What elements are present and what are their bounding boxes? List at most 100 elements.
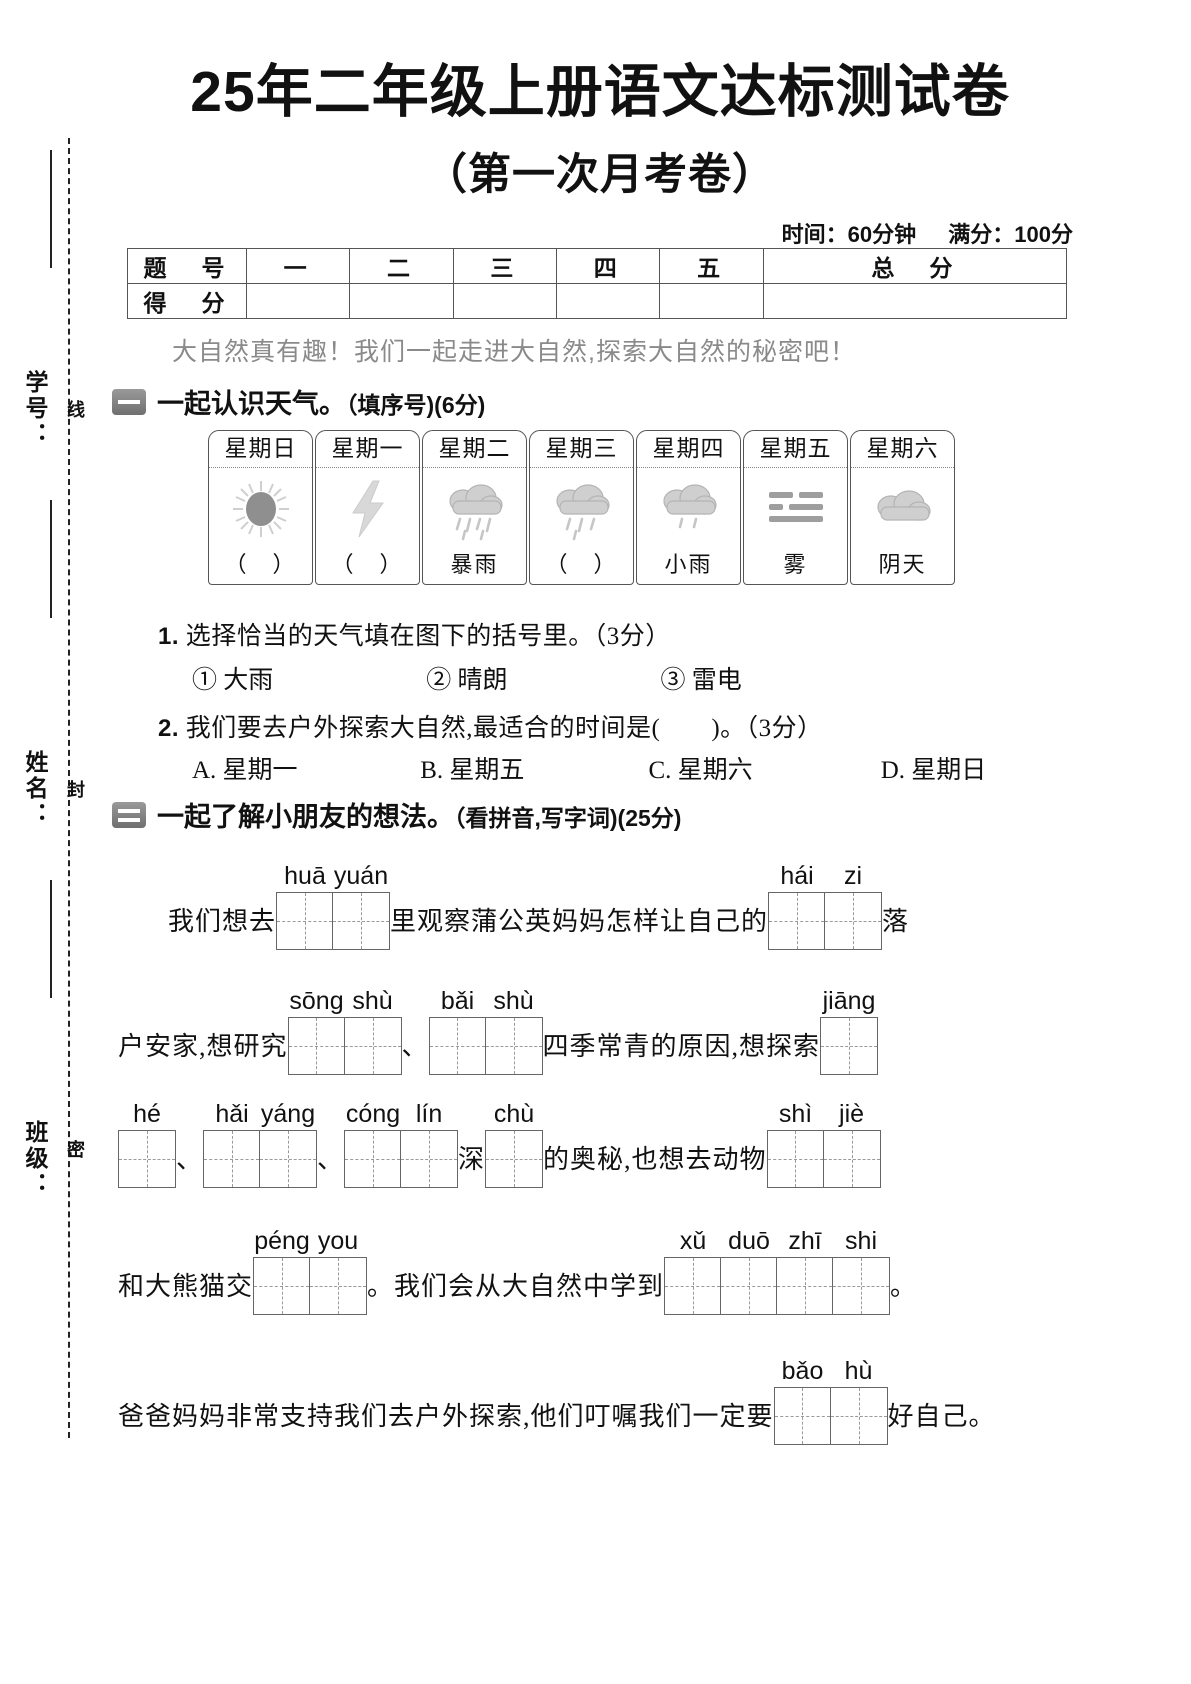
pinyin-syllable: duō — [728, 1227, 770, 1255]
sentence-text: 我们想去 — [168, 907, 277, 936]
pinyin-syllable: sōng — [289, 987, 344, 1015]
score-cell-2[interactable] — [349, 283, 454, 319]
score-col-total: 总 分 — [762, 248, 1068, 284]
option-c[interactable]: C. 星期六 — [648, 757, 753, 784]
tianzige-cell[interactable] — [830, 1388, 887, 1444]
tianzige-cell[interactable] — [344, 1018, 401, 1074]
tianzige-cell[interactable] — [825, 893, 882, 949]
seal-char-feng: 封 — [65, 780, 85, 800]
option-b[interactable]: B. 星期五 — [420, 757, 525, 784]
section-1-title: 一起认识天气。（填序号)(6分) — [157, 382, 485, 421]
tianzige-cell[interactable] — [345, 1131, 402, 1187]
score-cell-total[interactable] — [762, 283, 1068, 319]
option-d[interactable]: D. 星期日 — [880, 757, 987, 784]
tianzige-cell[interactable] — [777, 1258, 834, 1314]
left-margin-column: 学号： 姓名： 班级： 线 封 密 — [0, 0, 120, 1684]
score-cell-4[interactable] — [556, 283, 661, 319]
tianzige-group: hé — [118, 1098, 176, 1188]
sentence-text: 好自己。 — [887, 1402, 996, 1431]
weather-day-label: 星期六 — [851, 431, 954, 468]
student-id-label: 学号： — [22, 370, 48, 448]
tianzige-cell[interactable] — [823, 1131, 880, 1187]
tianzige-cell[interactable] — [485, 1018, 542, 1074]
score-cell-1[interactable] — [245, 283, 351, 319]
weather-card-tuesday: 星期二 暴雨 — [422, 430, 527, 585]
weather-day-label: 星期二 — [423, 431, 526, 468]
section-1-title-note: （填序号)(6分) — [346, 392, 486, 418]
sentence-text: 。我们会从大自然中学到 — [367, 1272, 665, 1301]
option-a[interactable]: A. 星期一 — [192, 757, 298, 784]
sentence-text: 户安家,想研究 — [118, 1032, 288, 1061]
tianzige-group: chù — [485, 1098, 544, 1188]
sentence-text: 、 — [176, 1145, 204, 1174]
score-col-1: 一 — [245, 248, 351, 284]
weather-card-saturday: 星期六 阴天 — [850, 430, 955, 585]
tianzige-boxes — [344, 1130, 459, 1188]
pinyin-syllable: hái — [780, 862, 814, 890]
tianzige-cell[interactable] — [260, 1131, 317, 1187]
tianzige-cell[interactable] — [119, 1131, 175, 1187]
section-1-heading: 一起认识天气。（填序号)(6分) — [112, 382, 485, 421]
tianzige-cell[interactable] — [821, 1018, 878, 1074]
tianzige-cell[interactable] — [288, 1018, 345, 1074]
weather-day-label: 星期五 — [744, 431, 847, 468]
score-cell-3[interactable] — [452, 283, 558, 319]
score-table-value-row: 得 分 — [127, 283, 1068, 319]
option-1[interactable]: ① 大雨 — [192, 667, 274, 694]
lightning-icon — [316, 468, 419, 550]
score-cell-5[interactable] — [659, 283, 764, 319]
section-number-two-icon — [112, 801, 146, 828]
tianzige-cell[interactable] — [486, 1131, 543, 1187]
tianzige-cell[interactable] — [254, 1258, 311, 1314]
tianzige-cell[interactable] — [769, 893, 826, 949]
section-2-title-note: （看拼音,写字词)(25分) — [454, 805, 682, 831]
tianzige-cell[interactable] — [310, 1258, 367, 1314]
question-2-text: 我们要去户外探索大自然,最适合的时间是( )。（3分） — [185, 715, 823, 742]
tianzige-cell[interactable] — [429, 1018, 486, 1074]
weather-card-sunday: 星期日 （ ） — [208, 430, 313, 585]
tianzige-cell[interactable] — [774, 1388, 831, 1444]
tianzige-cell[interactable] — [767, 1131, 824, 1187]
pinyin-syllable: shù — [352, 987, 393, 1015]
sentence-text: 。 — [890, 1272, 918, 1301]
weather-label: 暴雨 — [450, 552, 499, 577]
section-number-one-icon — [112, 388, 146, 415]
pinyin-syllable: bǎi — [440, 987, 475, 1015]
option-2[interactable]: ② 晴朗 — [426, 667, 508, 694]
tianzige-cell[interactable] — [665, 1258, 722, 1314]
weather-answer-blank[interactable]: （ ） — [545, 552, 618, 577]
score-col-3: 三 — [452, 248, 558, 284]
pinyin-syllable: zhī — [788, 1227, 822, 1255]
tianzige-cell[interactable] — [721, 1258, 778, 1314]
tianzige-cell[interactable] — [833, 1258, 890, 1314]
pinyin-hint: hé — [119, 1098, 175, 1130]
question-2-options: A. 星期一 B. 星期五 C. 星期六 D. 星期日 — [192, 750, 986, 786]
tianzige-cell[interactable] — [333, 893, 390, 949]
tianzige-cell[interactable] — [277, 893, 334, 949]
weather-answer-blank[interactable]: （ ） — [331, 552, 404, 577]
weather-label: 雾 — [783, 552, 808, 577]
pinyin-syllable: shi — [845, 1227, 878, 1255]
option-3[interactable]: ③ 雷电 — [660, 667, 742, 694]
score-table: 题 号 一 二 三 四 五 总 分 得 分 — [127, 248, 1068, 319]
pinyin-syllable: yáng — [260, 1100, 316, 1128]
tianzige-cell[interactable] — [204, 1131, 261, 1187]
pinyin-syllable: shù — [493, 987, 534, 1015]
weather-answer-blank[interactable]: （ ） — [224, 552, 297, 577]
score-table-row-label-1: 题 号 — [127, 248, 247, 284]
score-col-4: 四 — [556, 248, 661, 284]
name-label: 姓名： — [22, 750, 48, 828]
tianzige-cell[interactable] — [401, 1131, 458, 1187]
weather-card-thursday: 星期四 小雨 — [636, 430, 741, 585]
pinyin-syllable: chù — [493, 1100, 535, 1128]
question-2: 2. 我们要去户外探索大自然,最适合的时间是( )。（3分） — [158, 708, 823, 744]
